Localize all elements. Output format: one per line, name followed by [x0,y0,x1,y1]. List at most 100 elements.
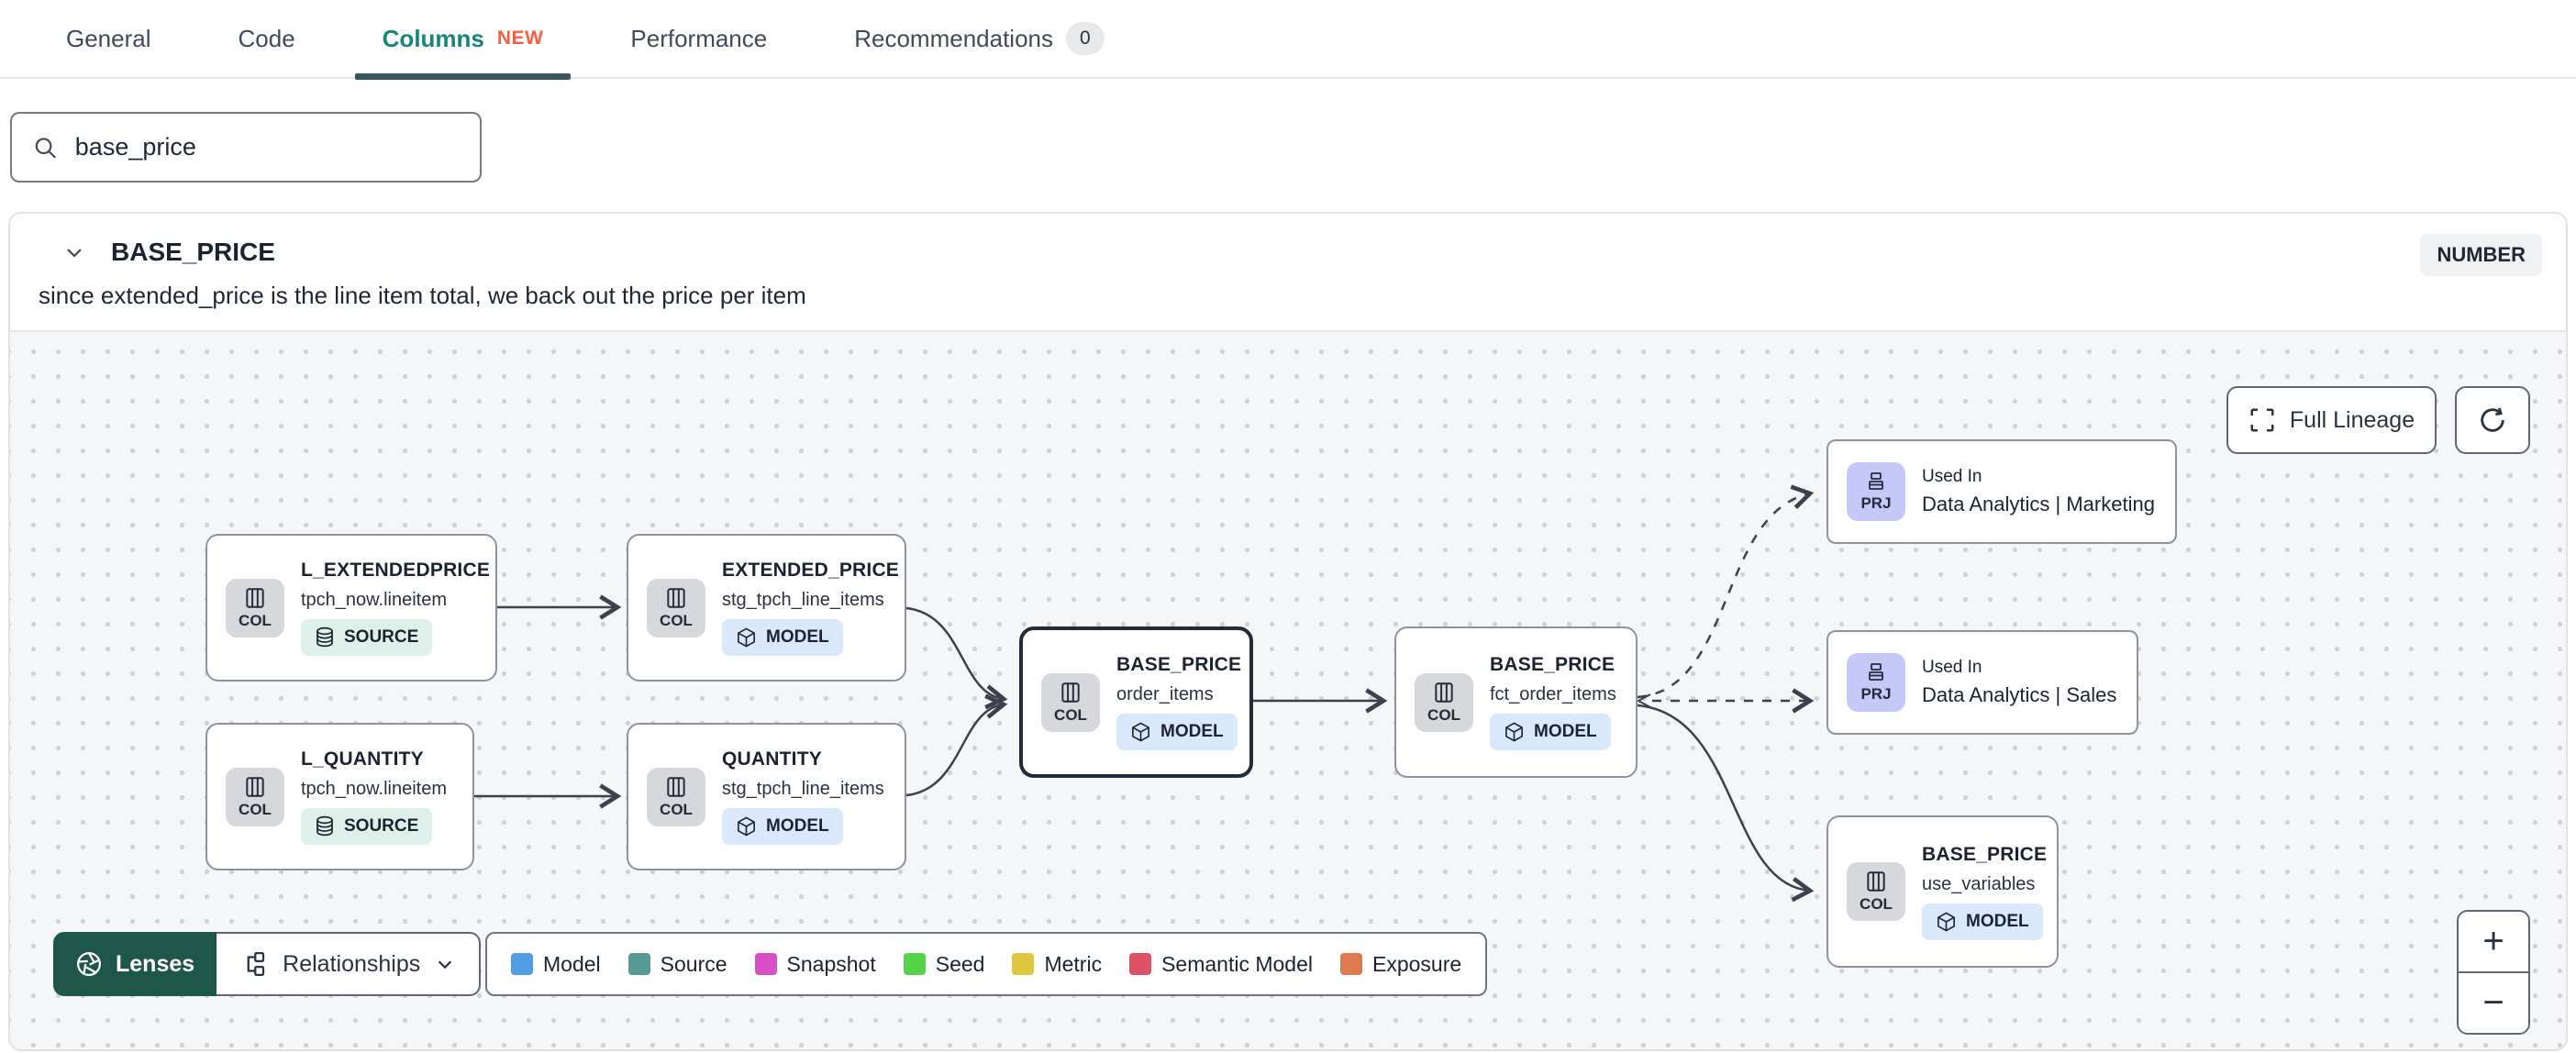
lineage-node-base-price-use-variables[interactable]: COL BASE_PRICE use_variables MODEL [1827,815,2059,968]
chip-label: COL [1860,895,1893,913]
hierarchy-icon [247,952,265,976]
cube-icon [1505,722,1523,742]
lineage-edges [474,484,1815,903]
column-chip: COL [647,578,705,637]
tab-label: Columns [382,24,484,52]
column-panel: BASE_PRICE NUMBER since extended_price i… [8,212,2568,1051]
zoom-controls: + − [2457,910,2530,1035]
search-input[interactable] [74,133,460,161]
lineage-node-l-quantity[interactable]: COL L_QUANTITY tpch_now.lineitem SOURCE [205,723,474,870]
column-chip: COL [1041,672,1100,732]
tab-code[interactable]: Code [239,0,295,78]
tab-bar: General Code Columns NEW Performance Rec… [0,0,2576,80]
columns-icon [667,587,685,608]
legend-label: Metric [1044,951,1103,976]
column-chip: COL [226,578,284,637]
lineage-node-used-in-marketing[interactable]: PRJ Used In Data Analytics | Marketing [1827,439,2177,544]
legend-label: Source [660,951,727,976]
badge-label: MODEL [766,627,829,647]
tab-label: Recommendations [854,24,1054,52]
refresh-button[interactable] [2455,386,2530,454]
legend-label: Seed [935,951,985,976]
zoom-out-button[interactable]: − [2459,973,2528,1033]
node-type-badge: MODEL [1922,903,2043,940]
node-type-badge: MODEL [1116,714,1238,750]
count-badge: 0 [1066,22,1105,55]
search-icon [35,137,56,159]
lineage-node-quantity[interactable]: COL QUANTITY stg_tpch_line_items MODEL [627,723,906,870]
new-badge: NEW [496,28,544,49]
column-chip: COL [226,767,284,826]
badge-label: MODEL [1534,722,1597,741]
chip-label: COL [239,611,272,629]
tab-general[interactable]: General [66,0,151,78]
legend-item-model: Model [511,952,601,977]
column-chip: COL [1415,672,1473,732]
cube-icon [738,627,755,648]
tab-label: General [66,24,151,52]
tab-columns[interactable]: Columns NEW [354,0,572,80]
chip-label: COL [239,800,272,818]
node-subtitle: fct_order_items [1490,684,1616,704]
used-in-name: Data Analytics | Marketing [1922,493,2155,515]
expand-icon [2250,408,2274,432]
node-subtitle: use_variables [1922,873,2036,894]
lineage-node-extended-price[interactable]: COL EXTENDED_PRICE stg_tpch_line_items M… [627,534,906,682]
chevron-down-icon [439,960,452,970]
badge-label: MODEL [766,816,829,836]
lenses-button[interactable]: Lenses [53,932,217,996]
relationships-dropdown[interactable]: Relationships [217,932,482,996]
chip-label: COL [1427,705,1460,724]
node-type-badge: MODEL [722,808,843,845]
legend-swatch [511,953,533,975]
legend-swatch [1340,953,1362,975]
legend-item-semantic-model: Semantic Model [1129,952,1313,977]
node-subtitle: tpch_now.lineitem [301,779,447,799]
node-title: EXTENDED_PRICE [722,560,900,581]
cube-icon [738,816,755,837]
columns-icon [1061,682,1080,703]
chevron-down-icon[interactable] [63,241,85,263]
relationships-label: Relationships [283,950,421,977]
used-in-label: Used In [1922,467,1982,486]
lineage-node-l-extendedprice[interactable]: COL L_EXTENDEDPRICE tpch_now.lineitem SO… [205,534,497,682]
legend-item-metric: Metric [1012,952,1102,977]
lineage-node-base-price-order-items[interactable]: COL BASE_PRICE order_items MODEL [1019,626,1253,778]
legend-swatch [627,953,650,975]
column-description: since extended_price is the line item to… [39,282,806,309]
badge-label: SOURCE [344,816,419,836]
tab-recommendations[interactable]: Recommendations 0 [854,0,1105,78]
tab-performance[interactable]: Performance [630,0,767,78]
tab-label: Performance [630,24,768,52]
project-stack-icon [1869,663,1883,681]
node-type-badge: SOURCE [301,808,433,845]
node-title: BASE_PRICE [1116,654,1242,675]
database-icon [316,815,333,837]
full-lineage-button[interactable]: Full Lineage [2226,386,2437,454]
node-type-badge: SOURCE [301,619,433,656]
lineage-node-used-in-sales[interactable]: PRJ Used In Data Analytics | Sales [1827,630,2138,735]
columns-icon [246,587,264,608]
legend-swatch [754,953,777,975]
legend-label: Exposure [1372,951,1462,976]
lineage-node-base-price-fct-order-items[interactable]: COL BASE_PRICE fct_order_items MODEL [1394,626,1638,778]
chip-label: COL [660,800,693,818]
column-chip: COL [647,767,705,826]
legend-item-source: Source [627,951,727,977]
legend-label: Snapshot [786,951,876,976]
column-type-badge: NUMBER [2420,234,2542,276]
badge-label: MODEL [1966,911,2029,931]
legend-swatch [1012,953,1035,975]
legend-item-seed: Seed [903,951,985,977]
project-chip: PRJ [1847,653,1905,712]
node-subtitle: stg_tpch_line_items [722,590,884,610]
lineage-toolbar: Lenses Relationships [53,932,482,996]
zoom-in-button[interactable]: + [2459,912,2528,973]
used-in-label: Used In [1922,658,1982,677]
tab-label: Code [238,24,295,52]
chip-label: COL [1054,705,1087,724]
legend-swatch [903,953,926,975]
database-icon [316,626,333,648]
node-subtitle: stg_tpch_line_items [722,779,884,799]
lineage-canvas[interactable]: COL L_EXTENDEDPRICE tpch_now.lineitem SO… [10,332,2566,1049]
